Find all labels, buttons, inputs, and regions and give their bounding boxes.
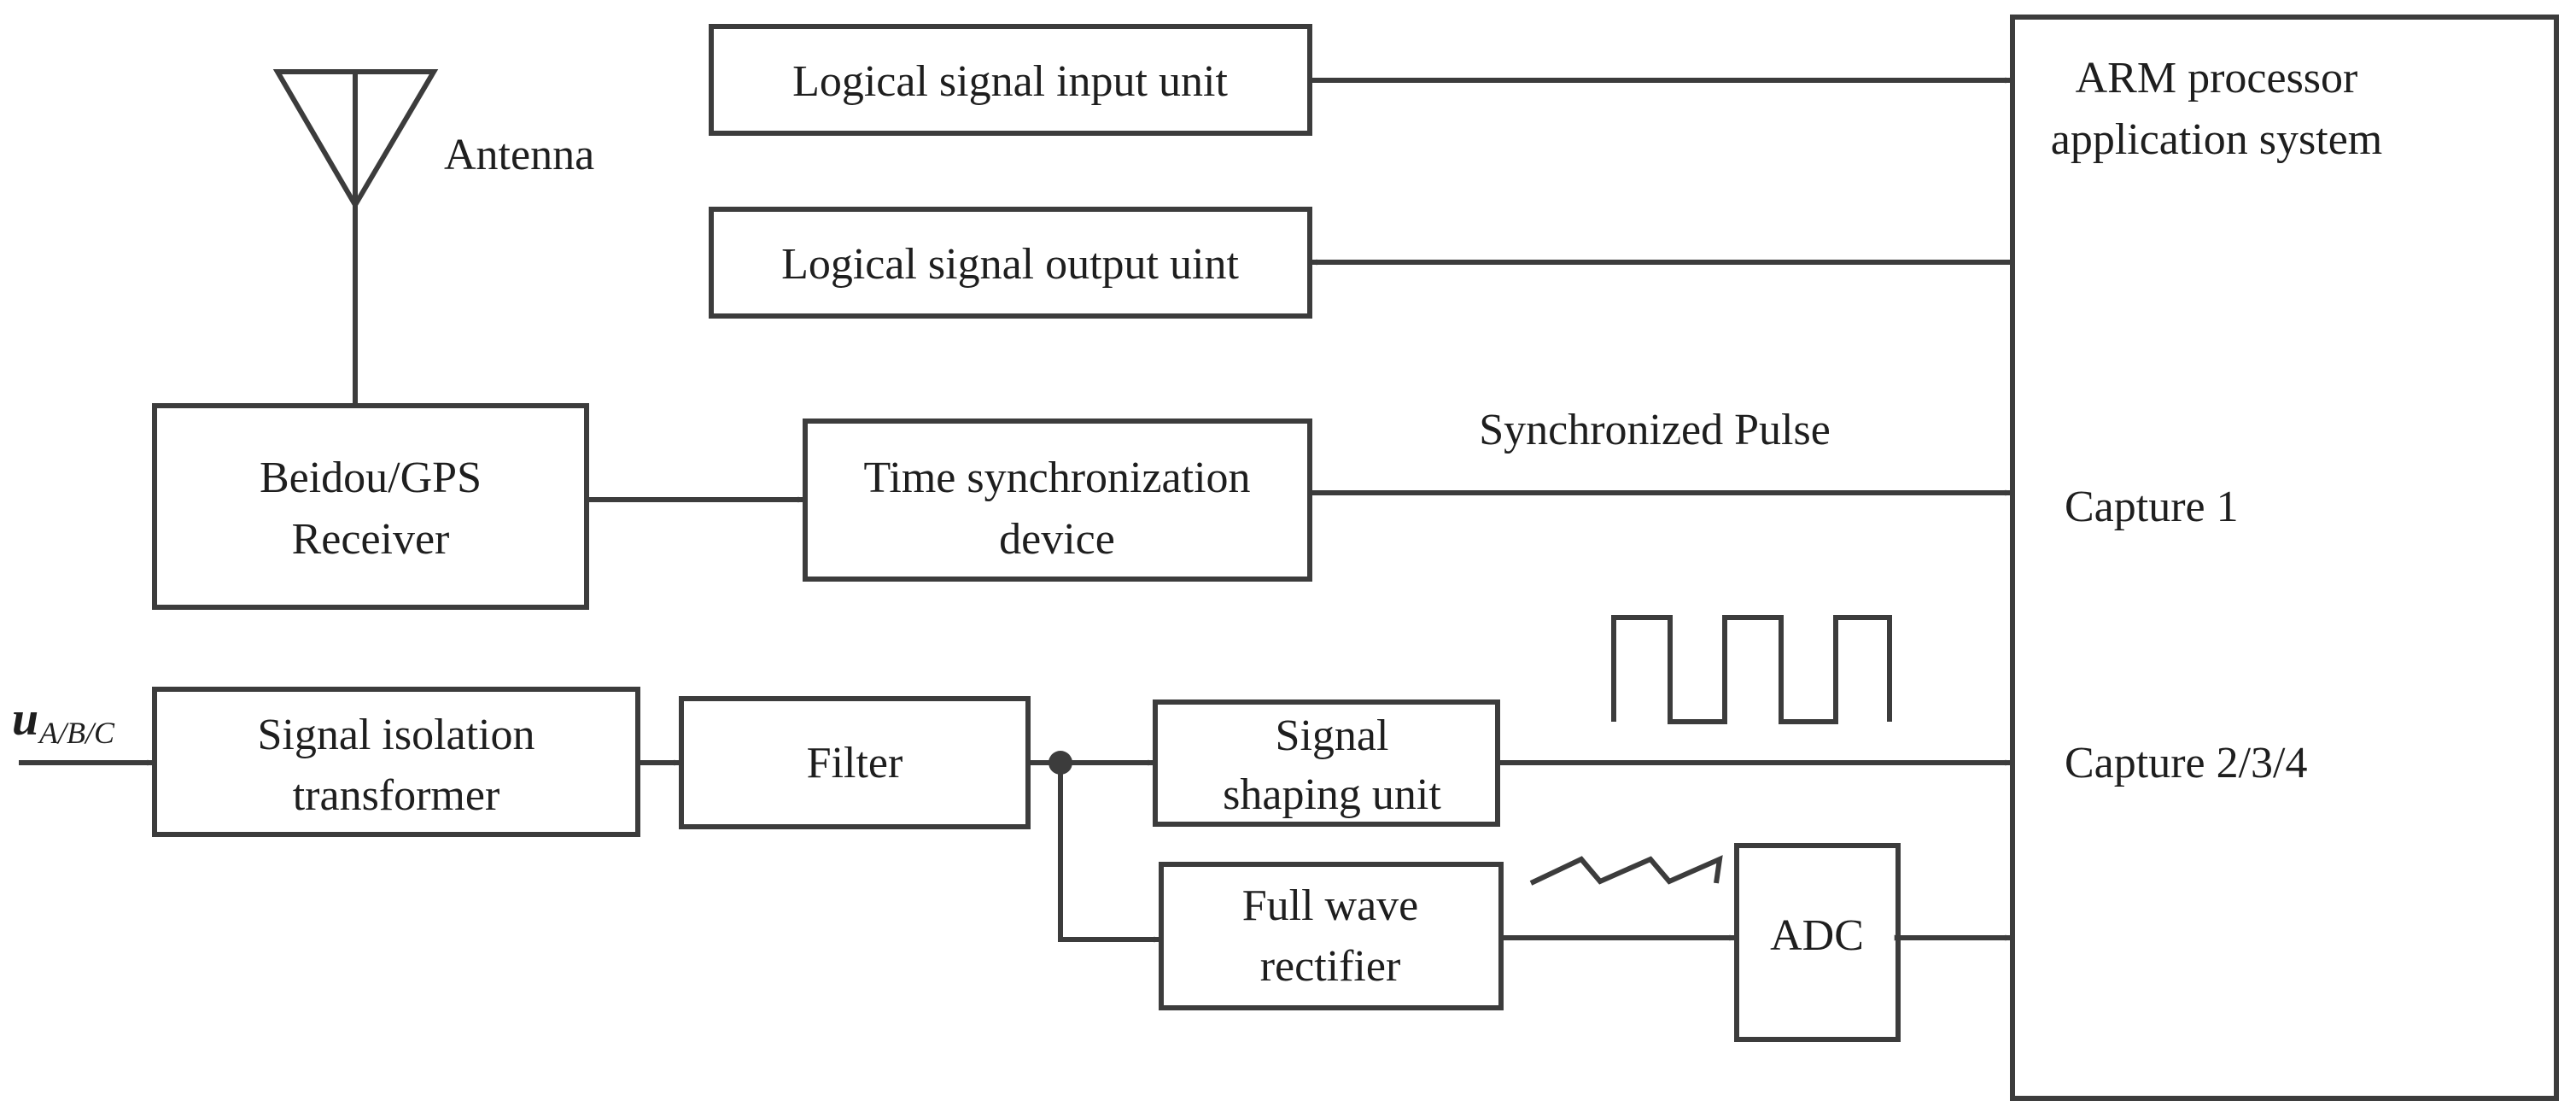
square-wave-icon [1611,615,1892,724]
sawtooth-wave-icon [1529,855,1723,886]
isolation-transformer-block [152,687,640,837]
shaping-line2: shaping unit [1223,770,1441,819]
logical-output-label: Logical signal output uint [781,240,1239,289]
time-sync-line1: Time synchronization [863,454,1250,502]
full-wave-rectifier-block [1159,862,1504,1010]
time-sync-line2: device [999,515,1115,564]
logical-output-block [709,207,1312,319]
arm-title-line2: application system [2051,115,2382,164]
capture-1-label: Capture 1 [2065,483,2239,531]
isolation-line1: Signal isolation [258,711,535,759]
logical-input-block [709,24,1312,136]
gps-receiver-line1: Beidou/GPS [260,454,482,502]
adc-label: ADC [1770,911,1864,960]
filter-label: Filter [807,739,903,787]
time-sync-block [803,419,1312,582]
antenna-label: Antenna [444,131,594,179]
rectifier-line2: rectifier [1260,942,1401,991]
sync-pulse-label: Synchronized Pulse [1479,406,1831,454]
logical-input-label: Logical signal input unit [792,57,1228,106]
isolation-line2: transformer [293,771,500,820]
antenna-icon [272,69,439,406]
adc-block [1734,843,1901,1042]
svg-text:A/B/C: A/B/C [38,716,115,750]
rectifier-line1: Full wave [1242,881,1419,930]
arm-processor-block [2010,15,2559,1101]
svg-text:u: u [12,693,38,746]
capture-234-label: Capture 2/3/4 [2065,739,2308,787]
node-to-rectifier-arrow [1058,763,1160,943]
input-signal-label: u A/B/C [12,693,115,750]
arm-title-line1: ARM processor [2076,54,2358,102]
signal-shaping-block [1153,699,1500,827]
gps-receiver-block [152,403,589,610]
gps-receiver-line2: Receiver [292,515,450,564]
shaping-line1: Signal [1276,711,1389,760]
